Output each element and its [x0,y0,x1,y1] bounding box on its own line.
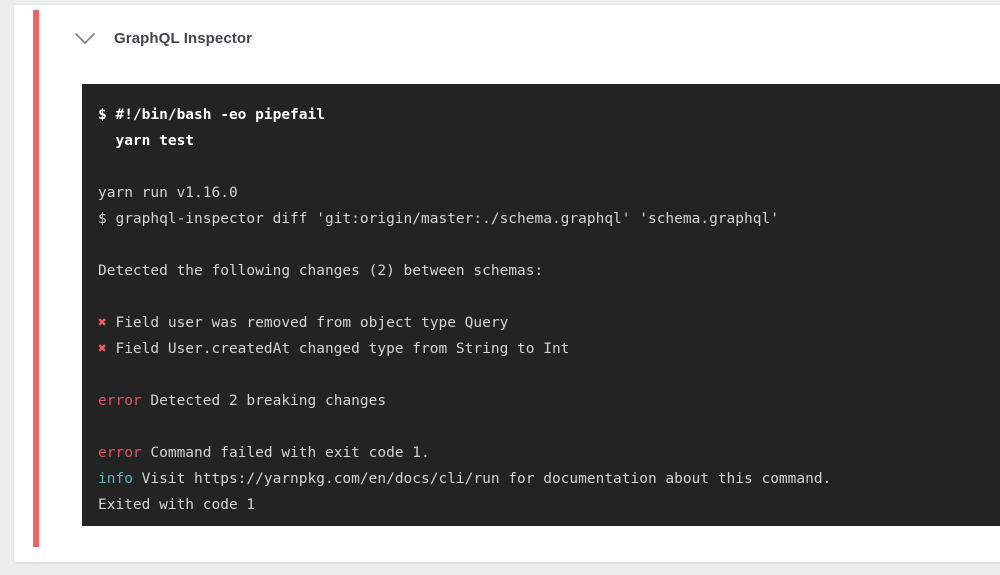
breaking-change-x-icon: ✖ [98,341,107,357]
job-title: GraphQL Inspector [114,30,253,47]
terminal-log-line: yarn run v1.16.0 [98,180,1000,206]
log-message-text: Visit https://yarnpkg.com/en/docs/cli/ru… [132,471,832,487]
log-plain-text: yarn run v1.16.0 [98,185,238,201]
terminal-log-line: yarn test [98,128,1000,154]
chevron-down-glyph [75,32,95,44]
terminal-log-panel[interactable]: $ #!/bin/bash -eo pipefail yarn test yar… [82,84,1000,526]
log-level-error-tag: error [98,445,142,461]
terminal-log-line [98,284,1000,310]
log-plain-text: $ graphql-inspector diff 'git:origin/mas… [98,211,779,227]
terminal-log-line [98,362,1000,388]
terminal-log-line: ✖ Field User.createdAt changed type from… [98,336,1000,362]
log-message-text: Detected 2 breaking changes [141,393,387,409]
log-message-text: Command failed with exit code 1. [141,445,430,461]
breaking-change-x-icon: ✖ [98,315,107,331]
terminal-log-line: Detected the following changes (2) betwe… [98,258,1000,284]
terminal-log-line: $ #!/bin/bash -eo pipefail [98,102,1000,128]
terminal-log-line: ✖ Field user was removed from object typ… [98,310,1000,336]
status-stripe-failed [33,10,39,547]
chevron-down-icon[interactable] [72,26,98,52]
terminal-log-line: $ graphql-inspector diff 'git:origin/mas… [98,206,1000,232]
breaking-change-text: Field user was removed from object type … [106,315,509,331]
log-command-text: $ #!/bin/bash -eo pipefail [98,107,325,123]
breaking-change-text: Field User.createdAt changed type from S… [106,341,570,357]
log-plain-text: Exited with code 1 [98,497,256,513]
terminal-log-line [98,154,1000,180]
terminal-log-line: info Visit https://yarnpkg.com/en/docs/c… [98,466,1000,492]
terminal-log-line [98,414,1000,440]
log-plain-text: Detected the following changes (2) betwe… [98,263,544,279]
terminal-log-line [98,232,1000,258]
log-level-info-tag: info [98,471,133,487]
terminal-log-line: error Detected 2 breaking changes [98,388,1000,414]
log-level-error-tag: error [98,393,142,409]
terminal-log-line: error Command failed with exit code 1. [98,440,1000,466]
log-command-text: yarn test [98,133,195,149]
job-header: GraphQL Inspector [54,10,252,67]
terminal-log-line: Exited with code 1 [98,492,1000,518]
job-card: GraphQL Inspector $ #!/bin/bash -eo pipe… [14,5,1000,562]
terminal-log-lines: $ #!/bin/bash -eo pipefail yarn test yar… [82,102,1000,518]
